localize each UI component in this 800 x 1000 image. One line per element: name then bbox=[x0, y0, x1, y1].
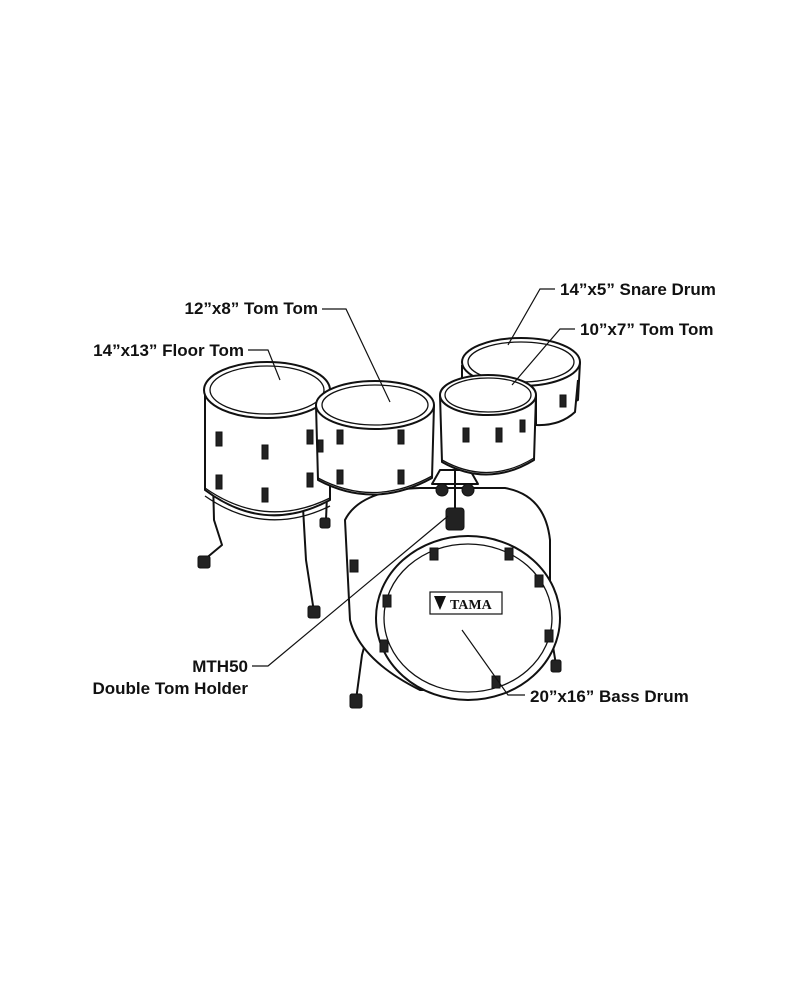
leader-snare bbox=[507, 288, 555, 346]
tama-logo-mark bbox=[434, 596, 446, 610]
leader-bass bbox=[461, 629, 525, 696]
floor-tom bbox=[203, 361, 331, 521]
label-holder-line1: MTH50 bbox=[192, 657, 248, 676]
leader-lines bbox=[248, 288, 575, 696]
label-bass: 20”x16” Bass Drum bbox=[530, 687, 689, 706]
leader-holder bbox=[252, 515, 449, 667]
label-snare: 14”x5” Snare Drum bbox=[560, 280, 716, 299]
leader-floor bbox=[248, 349, 281, 381]
leader-tom12 bbox=[322, 308, 391, 403]
bass-drum: TAMA bbox=[344, 487, 561, 701]
leader-tom10 bbox=[511, 328, 575, 386]
label-floor: 14”x13” Floor Tom bbox=[93, 341, 244, 360]
label-holder-line2: Double Tom Holder bbox=[92, 679, 248, 698]
label-tom12: 12”x8” Tom Tom bbox=[184, 299, 318, 318]
tama-logo-badge bbox=[429, 591, 503, 615]
tom-10 bbox=[439, 374, 537, 476]
tom-12 bbox=[315, 380, 435, 496]
tama-logo-text: TAMA bbox=[450, 598, 493, 613]
label-tom10: 10”x7” Tom Tom bbox=[580, 320, 714, 339]
floor-tom-legs bbox=[197, 439, 331, 619]
